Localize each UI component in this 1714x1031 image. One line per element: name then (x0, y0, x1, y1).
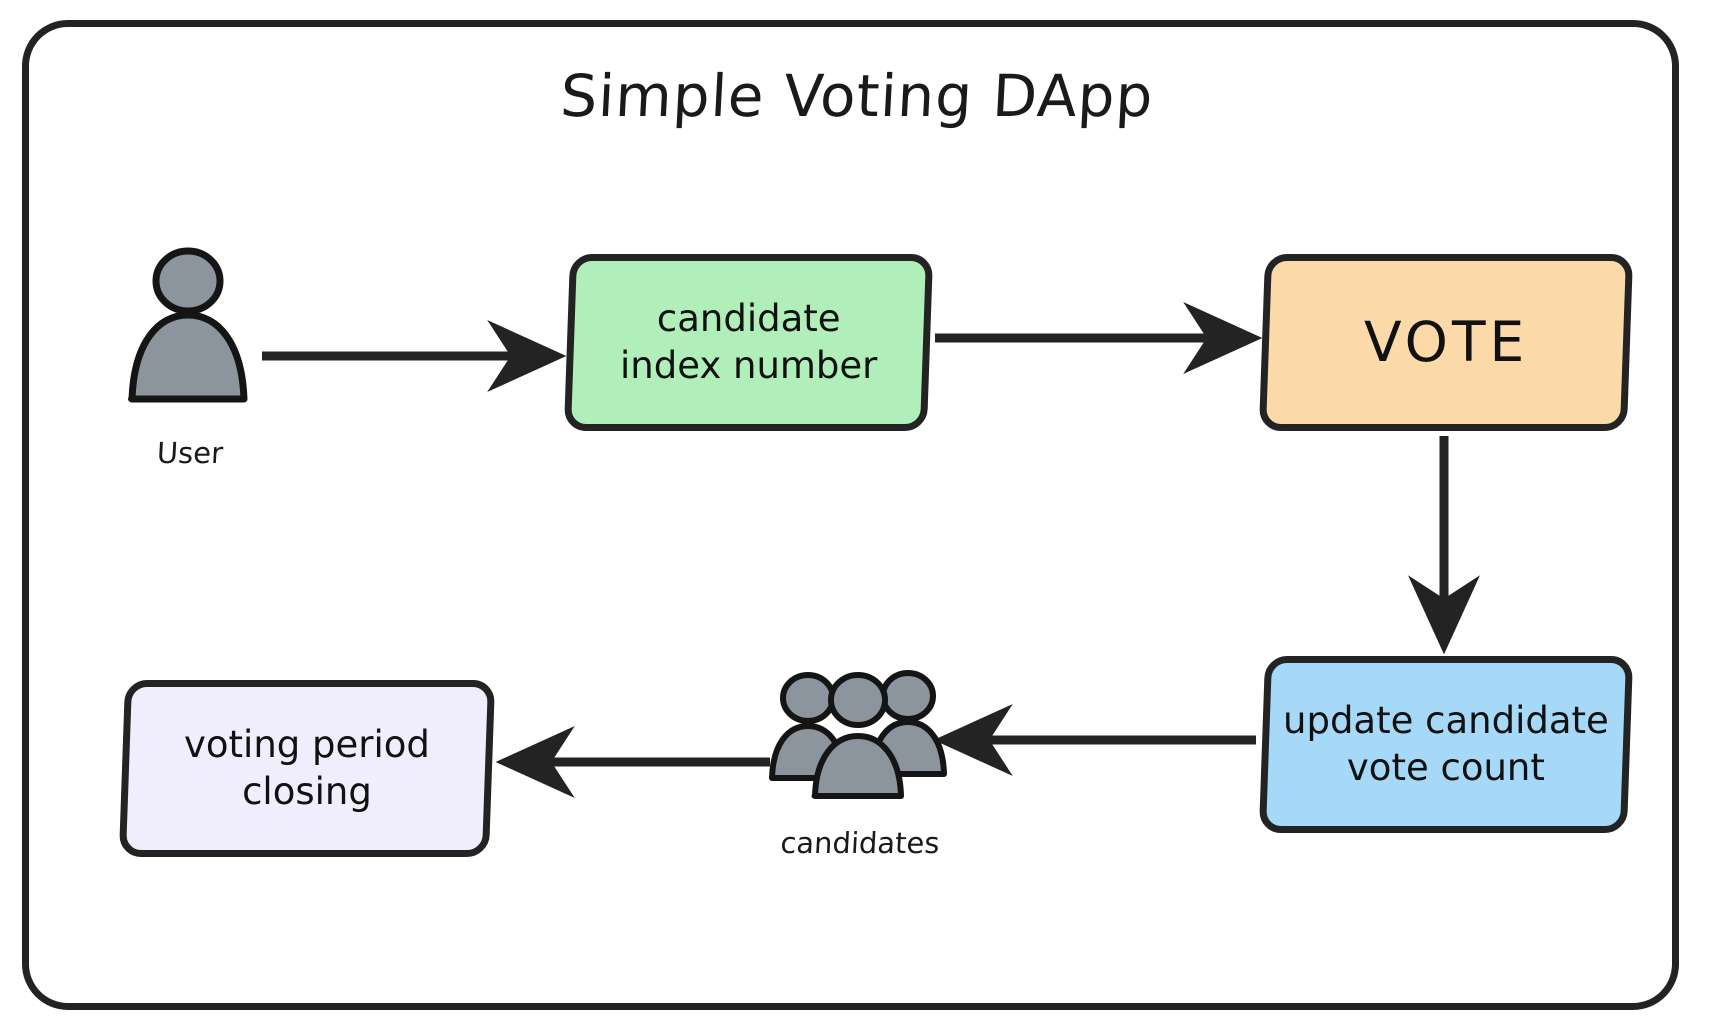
page-title: Simple Voting DApp (558, 62, 1156, 130)
node-update-count-line1: update candidate (1283, 699, 1609, 743)
node-vote-label: VOTE (1363, 310, 1529, 375)
node-candidate-index-number[interactable]: candidate index number (563, 254, 934, 431)
caption-user: User (156, 436, 224, 470)
node-candidate-index-line1: candidate (656, 297, 841, 341)
node-vote[interactable]: VOTE (1258, 254, 1634, 431)
node-candidate-index-line2: index number (619, 344, 878, 388)
node-voting-closing-line1: voting period (184, 723, 430, 767)
node-voting-period-closing[interactable]: voting period closing (118, 680, 496, 857)
node-voting-closing-line2: closing (242, 770, 372, 814)
caption-candidates: candidates (779, 826, 941, 860)
person-icon (122, 247, 262, 412)
node-update-count-line2: vote count (1347, 746, 1545, 790)
diagram-frame (22, 20, 1679, 1010)
people-group-icon (758, 670, 958, 810)
node-update-candidate-vote-count[interactable]: update candidate vote count (1258, 656, 1634, 833)
